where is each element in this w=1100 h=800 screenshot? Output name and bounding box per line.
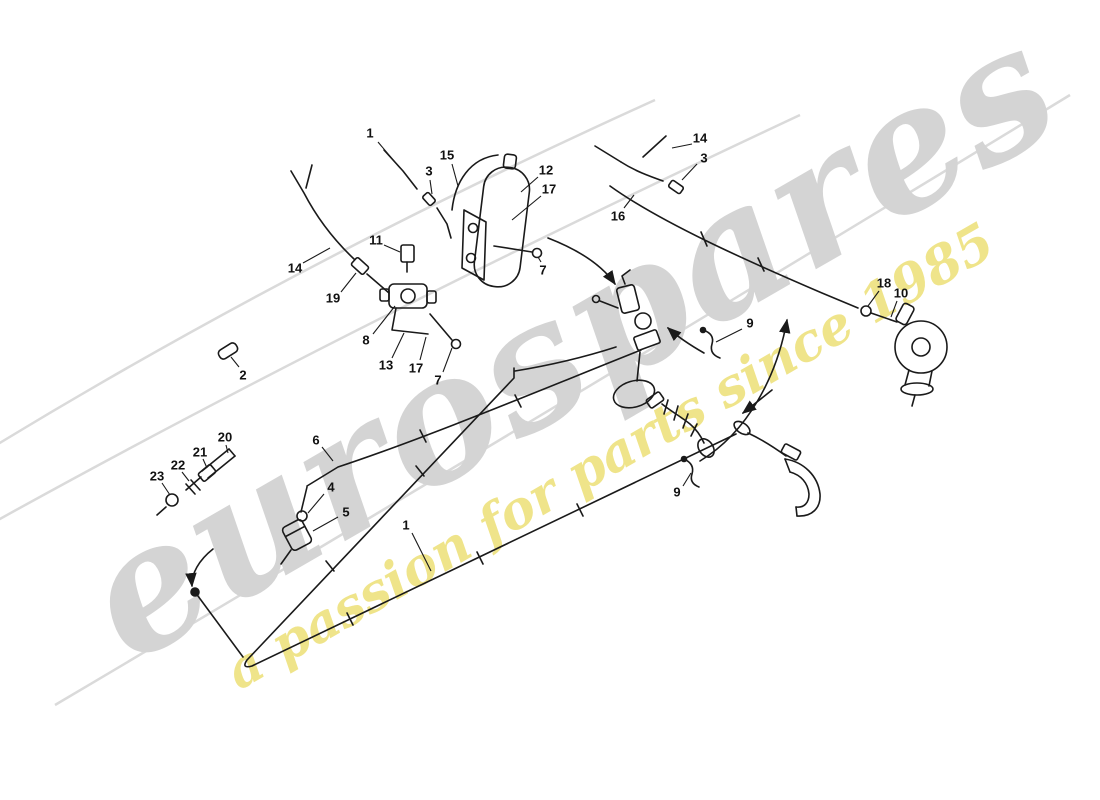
bracket-17 xyxy=(461,209,487,281)
clip-9-lower xyxy=(680,455,700,488)
leader-line xyxy=(429,179,433,195)
leader-line xyxy=(302,247,331,264)
leader-line xyxy=(890,300,898,318)
leader-line xyxy=(520,176,539,193)
bolt-7-upper xyxy=(493,245,543,259)
check-valve-4-5 xyxy=(280,486,313,565)
solenoid-cluster xyxy=(591,269,661,351)
hose-assembly-20 xyxy=(156,448,236,516)
pipe-1-long xyxy=(190,367,737,668)
vacuum-reservoir-12 xyxy=(473,153,531,288)
elbow-hose-right xyxy=(780,443,821,517)
leader-line xyxy=(161,482,171,496)
routing-arrows xyxy=(185,237,791,588)
pipe-6 xyxy=(306,346,642,487)
hose-1-top-left xyxy=(383,149,452,239)
hose-16-top-right xyxy=(594,135,859,309)
leader-line xyxy=(372,305,396,335)
leader-line xyxy=(383,244,401,253)
leader-line xyxy=(715,328,743,343)
hose-15 xyxy=(451,154,499,211)
valve-assembly-8 xyxy=(379,244,462,350)
leader-line xyxy=(682,472,692,487)
leader-line xyxy=(681,163,698,181)
throttle-body xyxy=(612,351,715,458)
leader-line xyxy=(442,347,453,373)
elbow-2 xyxy=(217,342,239,360)
leader-line xyxy=(411,532,432,572)
leader-line xyxy=(671,143,693,149)
leader-line xyxy=(511,195,542,221)
leader-line xyxy=(321,446,334,462)
leader-line xyxy=(623,194,635,209)
leader-line xyxy=(537,256,542,263)
leader-line xyxy=(202,458,208,469)
leader-line xyxy=(419,336,427,361)
leader-line xyxy=(230,356,240,368)
leader-lines xyxy=(161,141,898,572)
leader-line xyxy=(340,272,357,293)
air-pump-10 xyxy=(894,302,948,407)
leader-line xyxy=(451,163,459,187)
leader-line xyxy=(225,444,229,454)
leader-line xyxy=(312,516,339,532)
clip-9-upper xyxy=(699,326,721,359)
leader-line xyxy=(181,471,190,482)
leader-line xyxy=(377,141,401,169)
pipe-link xyxy=(733,420,787,457)
leader-line xyxy=(867,290,880,307)
clamp-18 xyxy=(860,305,898,323)
leader-line xyxy=(391,332,405,359)
hose-14-left xyxy=(290,164,390,294)
leader-line xyxy=(307,493,325,514)
